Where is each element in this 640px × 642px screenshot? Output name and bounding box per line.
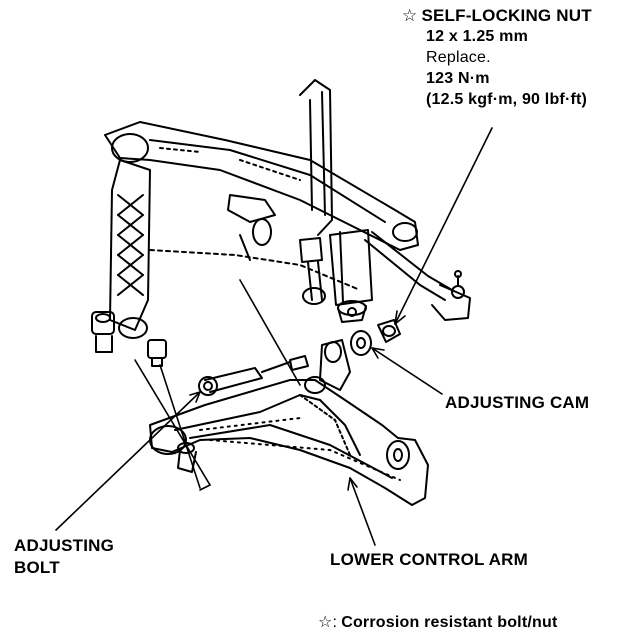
damper-body (329, 229, 373, 323)
legend: ☆: Corrosion resistant bolt/nut (318, 613, 557, 633)
nut-torque-alt: (12.5 kgf·m, 90 lbf·ft) (426, 91, 588, 108)
self-locking-nut-callout: ☆ SELF-LOCKING NUT 12 x 1.25 mm Replace.… (402, 6, 592, 110)
stabilizer-link (299, 237, 326, 305)
frame-upright (299, 79, 333, 236)
corrosion-resistant-star-icon: ☆ (402, 6, 418, 25)
adjusting-bolt-label-line1: ADJUSTING (14, 536, 115, 555)
leader-lines (55, 127, 493, 546)
legend-star-icon: ☆: (318, 614, 338, 631)
left-bushing-bolts (91, 311, 167, 367)
nut-replace-note: Replace. (426, 49, 491, 66)
nut-torque-nm: 123 N·m (426, 70, 490, 87)
upper-control-arm (104, 121, 419, 251)
adjusting-cam-label: ADJUSTING CAM (445, 393, 590, 412)
lower-control-arm-part (149, 376, 429, 506)
left-knuckle-link (109, 159, 151, 339)
legend-text: Corrosion resistant bolt/nut (341, 614, 558, 631)
cam-bracket (319, 339, 351, 391)
self-locking-nut-part (377, 319, 401, 343)
tie-rod-end (364, 231, 471, 321)
hidden-cross-member (149, 194, 361, 291)
adjusting-bolt-label: ADJUSTING BOLT (14, 535, 114, 579)
adjusting-bolt-label-line2: BOLT (14, 558, 60, 577)
adjusting-bolt-part (198, 355, 309, 396)
adjusting-cam-part (350, 330, 372, 356)
nut-title: SELF-LOCKING NUT (421, 6, 592, 25)
nut-size: 12 x 1.25 mm (426, 28, 529, 45)
lower-control-arm-label: LOWER CONTROL ARM (330, 550, 528, 569)
